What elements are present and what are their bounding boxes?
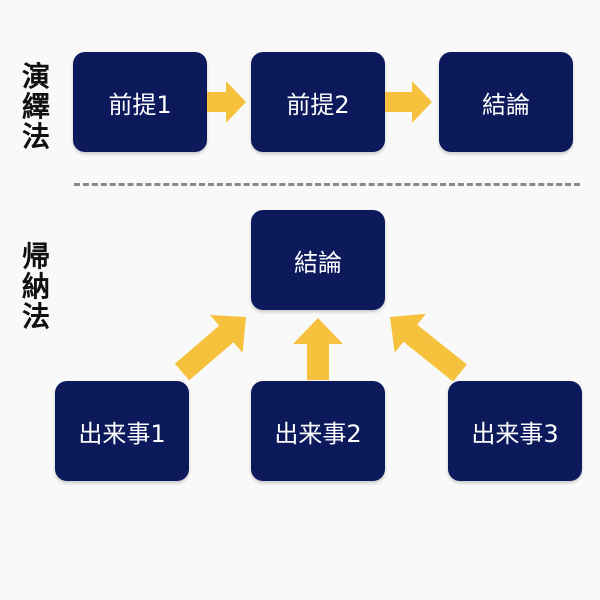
arrow-event3-to-conclusion [390,313,467,382]
event-3-label: 出来事3 [471,419,559,448]
event-3-box: 出来事3 [448,381,582,481]
premise-2-label: 前提2 [286,90,350,119]
deductive-conclusion-label: 結論 [482,90,530,119]
arrow-premise2-to-conclusion [385,81,432,123]
arrow-premise1-to-premise2 [207,81,246,123]
event-2-box: 出来事2 [251,381,385,481]
premise-2-box: 前提2 [251,52,385,152]
inductive-conclusion-box: 結論 [251,210,385,310]
inductive-section-label: 帰納法 [21,240,50,334]
premise-1-label: 前提1 [108,90,172,119]
premise-1-box: 前提1 [73,52,207,152]
deductive-section-label: 演繹法 [21,60,50,154]
arrow-event1-to-conclusion [174,315,246,381]
arrow-event2-to-conclusion [293,318,343,380]
deductive-conclusion-box: 結論 [439,52,573,152]
inductive-conclusion-label: 結論 [294,248,342,277]
event-1-label: 出来事1 [78,419,166,448]
event-1-box: 出来事1 [55,381,189,481]
event-2-label: 出来事2 [274,419,362,448]
section-divider [74,183,580,186]
